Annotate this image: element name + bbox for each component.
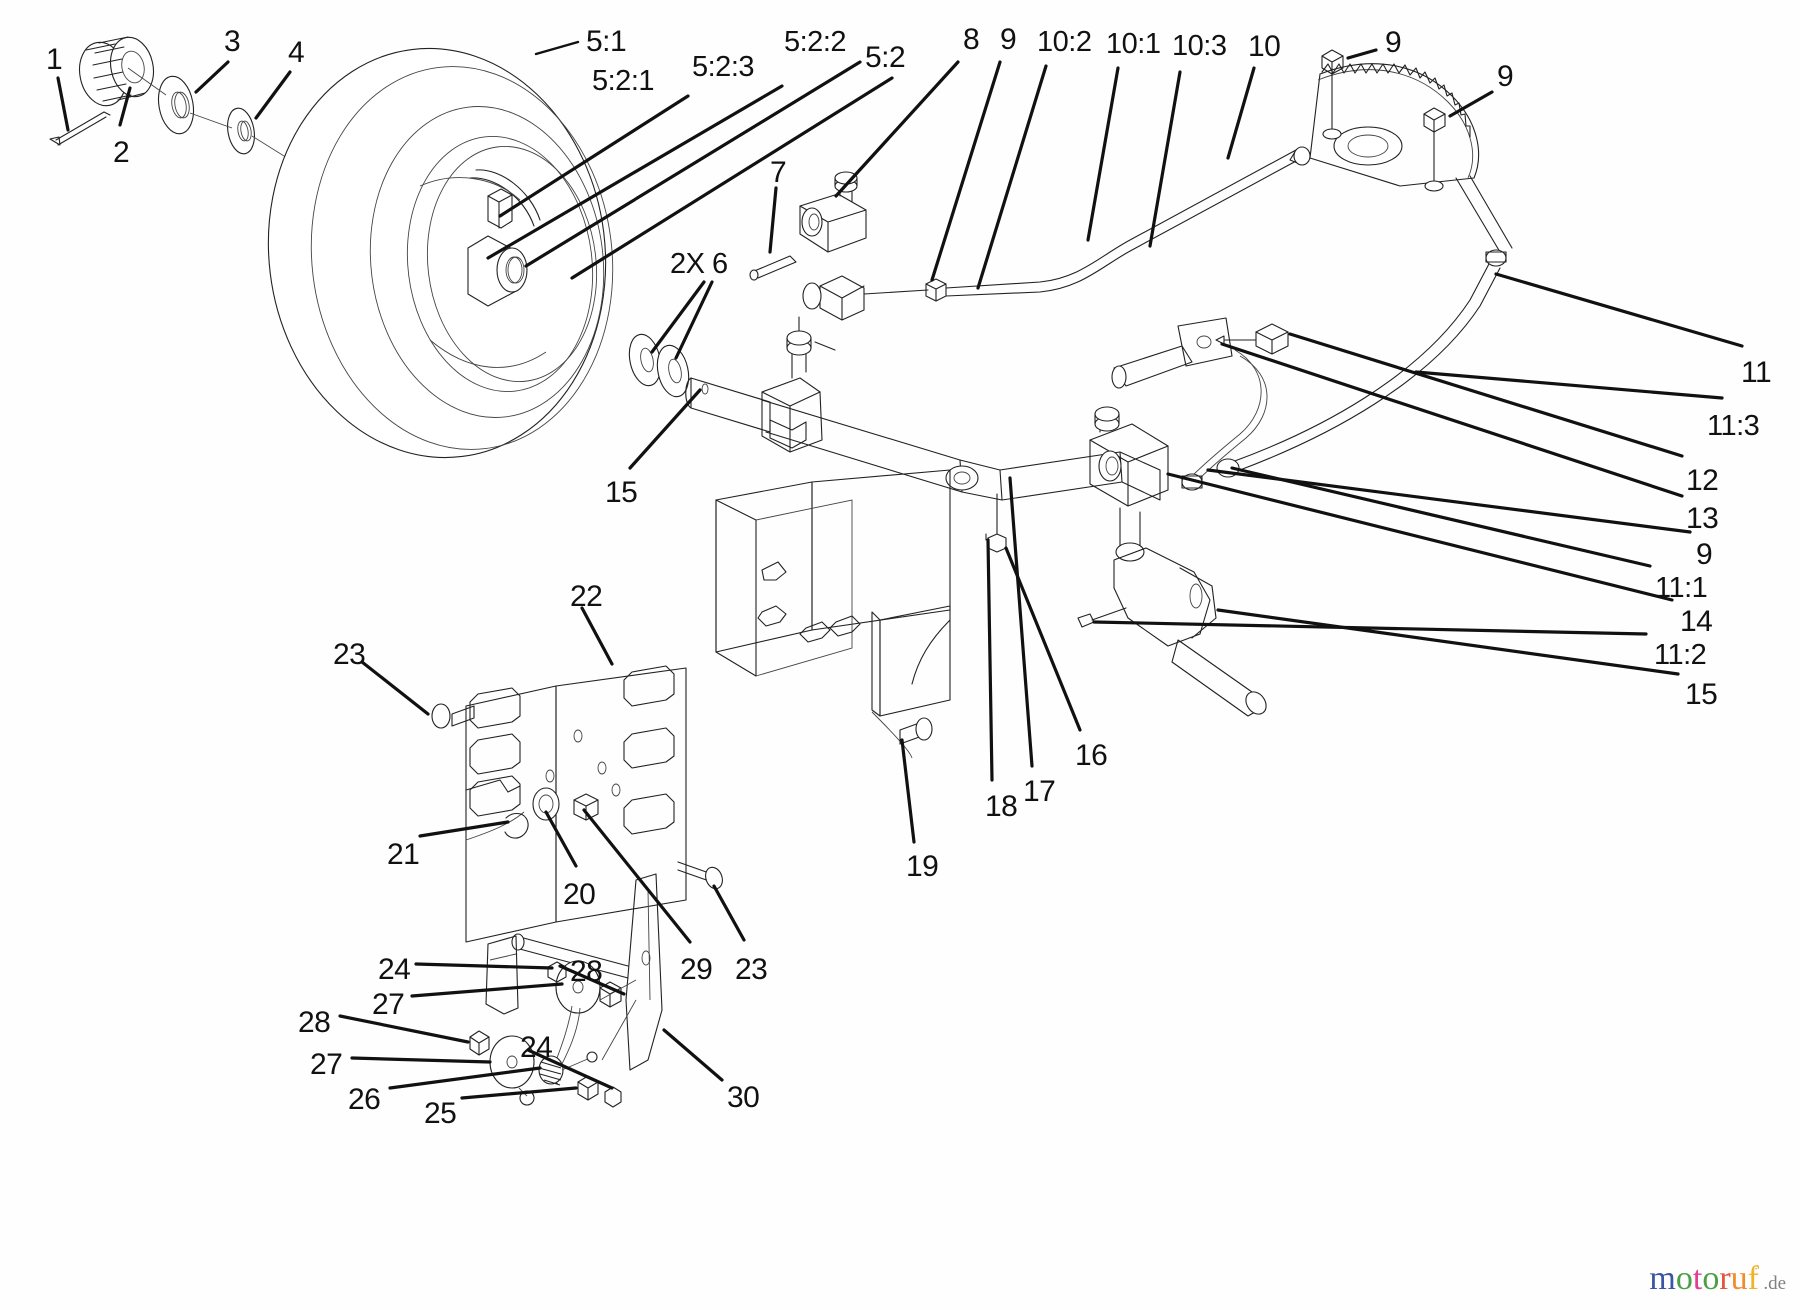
callout-label-5-1: 5:1 — [586, 25, 627, 58]
callout-label-12: 12 — [1686, 464, 1719, 497]
callout-label-2X-6: 2X 6 — [670, 248, 728, 280]
callout-label-5-2-3: 5:2:3 — [692, 51, 755, 83]
callout-label-21: 21 — [387, 838, 420, 871]
callout-label-28: 28 — [570, 955, 603, 988]
callout-label-10-2: 10:2 — [1037, 26, 1092, 58]
callout-label-27: 27 — [310, 1048, 343, 1081]
callout-label-25: 25 — [424, 1097, 457, 1130]
sector-gear — [1309, 49, 1513, 253]
callout-label-24: 24 — [378, 953, 411, 986]
callout-label-27: 27 — [372, 988, 405, 1021]
callout-label-30: 30 — [727, 1081, 760, 1114]
watermark-letter: t — [1692, 1260, 1703, 1297]
callout-label-9: 9 — [1000, 23, 1017, 56]
callout-label-20: 20 — [563, 878, 596, 911]
callout-label-1: 1 — [46, 43, 63, 76]
watermark-dot: · — [1753, 1261, 1759, 1276]
callout-label-15: 15 — [1685, 678, 1718, 711]
callout-label-9: 9 — [1696, 538, 1713, 571]
callout-label-10: 10 — [1248, 30, 1281, 63]
callout-label-3: 3 — [224, 25, 241, 58]
watermark-suffix: .de — [1763, 1273, 1786, 1294]
leader-lines — [56, 40, 1744, 1100]
callout-label-5-2-2: 5:2:2 — [784, 26, 847, 58]
part-4-washer-small — [227, 107, 255, 155]
callout-label-13: 13 — [1686, 502, 1719, 535]
callout-label-23: 23 — [735, 953, 768, 986]
watermark-letter: u — [1730, 1260, 1748, 1297]
callout-label-22: 22 — [570, 580, 603, 613]
callout-label-5-2: 5:2 — [865, 41, 906, 74]
part-12-13-bolt-bracket — [1111, 317, 1289, 491]
motoruf-watermark: motoruf· .de — [1649, 1262, 1786, 1296]
callout-label-28: 28 — [298, 1006, 331, 1039]
watermark-letter: o — [1702, 1260, 1720, 1297]
callout-label-19: 19 — [906, 850, 939, 883]
part-14-right-knuckle — [1077, 406, 1267, 717]
callout-label-11-3: 11:3 — [1707, 410, 1760, 442]
callout-label-4: 4 — [288, 36, 305, 69]
callout-label-17: 17 — [1023, 775, 1056, 808]
callout-label-26: 26 — [348, 1083, 381, 1116]
part-1-cotter-pin — [49, 111, 111, 146]
watermark-letter: r — [1719, 1260, 1731, 1297]
callout-label-23: 23 — [333, 638, 366, 671]
watermark-letter: o — [1675, 1260, 1693, 1297]
part-30-frame — [715, 469, 987, 759]
part-11-tie-rod — [1216, 249, 1507, 478]
callout-label-8: 8 — [963, 23, 980, 56]
part-8-tie-rod-end — [799, 171, 929, 321]
part-9-nuts — [925, 278, 947, 302]
callout-label-7: 7 — [770, 156, 787, 189]
callout-label-5-2-1: 5:2:1 — [592, 65, 655, 97]
callout-label-10-1: 10:1 — [1106, 28, 1161, 60]
callout-label-14: 14 — [1680, 605, 1713, 638]
watermark-letter: f — [1747, 1260, 1759, 1297]
part-6-washers — [628, 333, 690, 398]
callout-label-9: 9 — [1497, 60, 1514, 93]
part-2-hub-cap — [78, 36, 155, 107]
part-15-left-spindle — [685, 316, 836, 453]
callout-label-15: 15 — [605, 476, 638, 509]
callout-label-24: 24 — [520, 1031, 553, 1064]
callout-label-11-1: 11:1 — [1655, 572, 1708, 604]
callout-label-10-3: 10:3 — [1172, 30, 1227, 62]
parts-24-28-pulley-assembly — [469, 960, 637, 1108]
part-3-washer-large — [157, 75, 195, 135]
part-22-support-bracket — [431, 665, 723, 1071]
callout-label-16: 16 — [1075, 739, 1108, 772]
part-5-wheel-assembly — [267, 47, 614, 459]
part-10-drag-link — [945, 146, 1311, 297]
callout-label-29: 29 — [680, 953, 713, 986]
callout-label-2: 2 — [113, 136, 130, 169]
callout-label-11: 11 — [1741, 356, 1772, 389]
callout-label-18: 18 — [985, 790, 1018, 823]
watermark-letter: m — [1649, 1260, 1676, 1297]
part-7-roll-pin — [749, 255, 797, 281]
callout-label-9: 9 — [1385, 26, 1402, 59]
callout-label-11-2: 11:2 — [1654, 639, 1707, 671]
part-17-front-axle — [761, 399, 1161, 553]
